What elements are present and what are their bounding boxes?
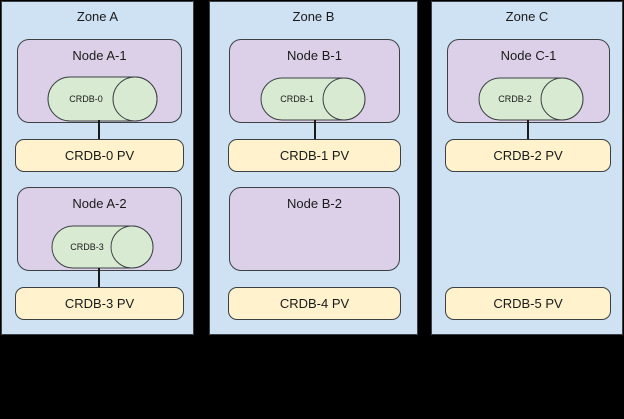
- zone-c-title: Zone C: [505, 9, 549, 24]
- pv-box-crdb-4[interactable]: CRDB-4 PV: [228, 287, 401, 320]
- pv-label-crdb-3: CRDB-3 PV: [64, 295, 135, 311]
- node-a-2-title: Node A-2: [72, 196, 127, 211]
- node-box-a-2[interactable]: Node A-2 CRDB-3: [17, 187, 182, 271]
- zone-panel-a[interactable]: Zone A Node A-1 CRDB-0 CRDB-0 PV Node A-…: [1, 1, 194, 335]
- pv-label-crdb-5: CRDB-5 PV: [493, 295, 563, 311]
- zone-panel-b[interactable]: Zone B Node B-1 CRDB-1 CRDB-1 PV Node B-…: [209, 1, 418, 335]
- pv-box-crdb-0[interactable]: CRDB-0 PV: [15, 139, 184, 172]
- node-b-2-title: Node B-2: [287, 196, 342, 211]
- zone-panel-c[interactable]: Zone C Node C-1 CRDB-2 CRDB-2 PV CRDB-5 …: [431, 1, 623, 335]
- connector-crdb-1: [314, 120, 316, 140]
- pv-label-crdb-4: CRDB-4 PV: [279, 295, 350, 311]
- node-c-1-title: Node C-1: [500, 48, 557, 63]
- node-b-1-title: Node B-1: [287, 48, 342, 63]
- database-cylinder-crdb-0[interactable]: CRDB-0: [47, 76, 158, 122]
- zone-b-title: Zone B: [292, 9, 335, 24]
- pv-label-crdb-2: CRDB-2 PV: [493, 147, 563, 163]
- pv-box-crdb-2[interactable]: CRDB-2 PV: [445, 139, 611, 172]
- pv-label-crdb-0: CRDB-0 PV: [64, 147, 135, 163]
- pv-label-crdb-1: CRDB-1 PV: [279, 147, 350, 163]
- node-box-b-1[interactable]: Node B-1 CRDB-1: [229, 39, 400, 123]
- node-a-1-title: Node A-1: [72, 48, 127, 63]
- pv-box-crdb-5[interactable]: CRDB-5 PV: [445, 287, 611, 320]
- node-box-c-1[interactable]: Node C-1 CRDB-2: [447, 39, 610, 123]
- database-cylinder-crdb-2[interactable]: CRDB-2: [478, 77, 584, 121]
- zone-a-title: Zone A: [76, 9, 119, 24]
- database-cylinder-crdb-3[interactable]: CRDB-3: [51, 225, 154, 269]
- connector-crdb-0: [98, 120, 100, 140]
- pv-box-crdb-1[interactable]: CRDB-1 PV: [228, 139, 401, 172]
- node-box-b-2[interactable]: Node B-2: [229, 187, 400, 271]
- node-box-a-1[interactable]: Node A-1 CRDB-0: [17, 39, 182, 123]
- connector-crdb-2: [527, 120, 529, 140]
- database-cylinder-crdb-1[interactable]: CRDB-1: [260, 77, 366, 121]
- connector-crdb-3: [98, 268, 100, 288]
- pv-box-crdb-3[interactable]: CRDB-3 PV: [15, 287, 184, 320]
